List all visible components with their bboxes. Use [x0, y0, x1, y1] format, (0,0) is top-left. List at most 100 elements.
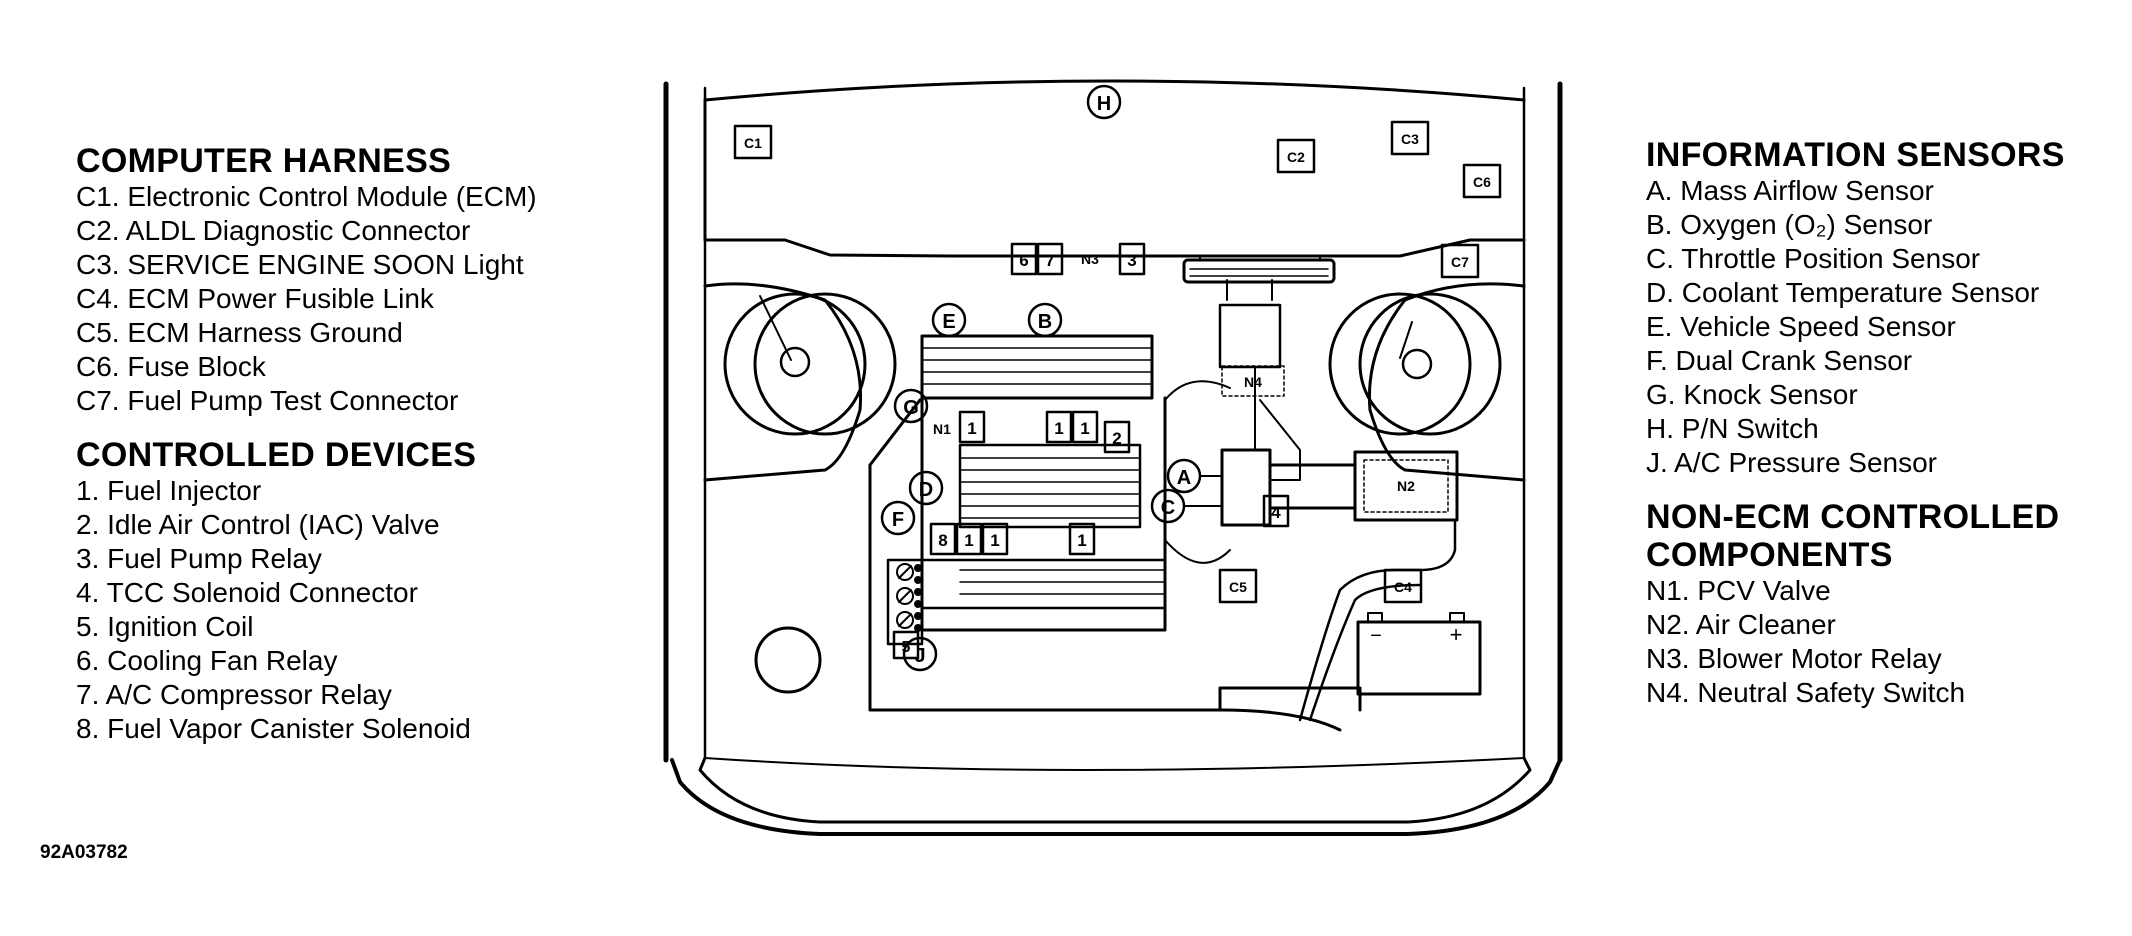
- label-7: 7: [1045, 251, 1054, 270]
- left-strut-tower: [703, 282, 897, 482]
- battery-plus: +: [1450, 622, 1463, 647]
- label-g: G: [903, 397, 919, 419]
- box-3: [1118, 242, 1146, 276]
- legend-item-f: F. Dual Crank Sensor: [1646, 345, 1913, 376]
- label-d: D: [919, 479, 933, 501]
- legend-item-3: 3. Fuel Pump Relay: [76, 543, 322, 574]
- legend-item-2: 2. Idle Air Control (IAC) Valve: [76, 509, 440, 540]
- label-8: 8: [938, 531, 947, 550]
- legend-item-n4: N4. Neutral Safety Switch: [1646, 677, 1966, 708]
- legend-item-c3: C3. SERVICE ENGINE SOON Light: [76, 249, 524, 280]
- box-8: [929, 522, 957, 556]
- legend-item-8: 8. Fuel Vapor Canister Solenoid: [76, 713, 471, 744]
- label-c5: C5: [1229, 579, 1247, 595]
- box-7: [1036, 242, 1064, 276]
- legend-item-n2: N2. Air Cleaner: [1646, 609, 1836, 640]
- computer-harness-heading: COMPUTER HARNESS: [76, 142, 452, 180]
- tag-n3: N3: [1081, 251, 1099, 267]
- label-2: 2: [1112, 429, 1121, 448]
- box-2: [1103, 420, 1131, 454]
- callout-e-circle: [931, 302, 967, 338]
- right-legend: INFORMATION SENSORS A. Mass Airflow Sens…: [1646, 136, 2126, 728]
- firewall-panel: [703, 79, 1526, 258]
- diagram-text: H E B G D F A C J C1 C2 C3 C6 C7 C4 C5 6…: [744, 93, 1491, 667]
- ignition-module: [896, 563, 922, 632]
- box-1b: [1045, 410, 1073, 444]
- label-3: 3: [1127, 251, 1136, 270]
- label-c6: C6: [1473, 174, 1491, 190]
- label-1b: 1: [1054, 419, 1063, 438]
- label-c: C: [1161, 497, 1175, 519]
- non-ecm-heading-line1: NON-ECM CONTROLLED: [1646, 498, 2060, 536]
- label-c2: C2: [1287, 149, 1305, 165]
- battery: [1298, 518, 1482, 722]
- label-e: E: [942, 311, 955, 333]
- box-4: [1262, 494, 1290, 528]
- box-1f: [1068, 522, 1096, 556]
- label-c3: C3: [1401, 131, 1419, 147]
- label-c1: C1: [744, 135, 762, 151]
- legend-item-n1: N1. PCV Valve: [1646, 575, 1831, 606]
- legend-item-j: J. A/C Pressure Sensor: [1646, 447, 1938, 478]
- box-c1: [733, 124, 773, 160]
- tag-n2: N2: [1397, 478, 1415, 494]
- box-c3: [1390, 120, 1430, 156]
- figure-code: 92A03782: [40, 842, 128, 863]
- box-c7: [1440, 243, 1480, 279]
- label-1f: 1: [1077, 531, 1086, 550]
- label-1a: 1: [967, 419, 976, 438]
- box-c6: [1462, 163, 1502, 199]
- callout-g-circle: [893, 388, 929, 424]
- legend-item-d: D. Coolant Temperature Sensor: [1646, 277, 2040, 308]
- box-c4: [1383, 568, 1423, 604]
- label-j: J: [914, 645, 925, 667]
- tag-n1: N1: [933, 421, 951, 437]
- legend-item-4: 4. TCC Solenoid Connector: [76, 577, 418, 608]
- box-1c: [1071, 410, 1099, 444]
- left-legend: COMPUTER HARNESS C1. Electronic Control …: [76, 142, 636, 764]
- label-5: 5: [902, 639, 911, 656]
- connector-boxes: [733, 120, 1502, 660]
- callout-d-circle: [908, 470, 944, 506]
- legend-item-e: E. Vehicle Speed Sensor: [1646, 311, 1956, 342]
- label-1c: 1: [1080, 419, 1089, 438]
- legend-item-7: 7. A/C Compressor Relay: [76, 679, 392, 710]
- computer-harness-list: C1. Electronic Control Module (ECM) C2. …: [76, 180, 636, 418]
- washer-reservoir: [754, 626, 822, 694]
- box-5: [892, 630, 920, 660]
- information-sensors-heading: INFORMATION SENSORS: [1646, 136, 2065, 174]
- label-1e: 1: [990, 531, 999, 550]
- callout-b-circle: [1027, 302, 1063, 338]
- legend-item-6: 6. Cooling Fan Relay: [76, 645, 338, 676]
- blower-motor: [1182, 255, 1336, 284]
- tag-n4: N4: [1244, 374, 1262, 390]
- box-c5: [1218, 568, 1258, 604]
- legend-item-h: H. P/N Switch: [1646, 413, 1819, 444]
- label-c4: C4: [1394, 579, 1412, 595]
- engine-compartment-outline: [868, 398, 1362, 732]
- controlled-devices-list: 1. Fuel Injector 2. Idle Air Control (IA…: [76, 474, 636, 746]
- callout-h-circle: [1086, 84, 1122, 120]
- box-c2: [1276, 138, 1316, 174]
- information-sensors-list: A. Mass Airflow Sensor B. Oxygen (O₂) Se…: [1646, 174, 2126, 480]
- legend-item-1: 1. Fuel Injector: [76, 475, 262, 506]
- legend-item-c: C. Throttle Position Sensor: [1646, 243, 1981, 274]
- box-1a: [958, 410, 986, 444]
- label-a: A: [1177, 467, 1191, 489]
- legend-item-c1: C1. Electronic Control Module (ECM): [76, 181, 537, 212]
- legend-item-n3: N3. Blower Motor Relay: [1646, 643, 1942, 674]
- callout-j-circle: [902, 636, 938, 672]
- box-1e: [981, 522, 1009, 556]
- callout-f-circle: [880, 500, 916, 536]
- controlled-devices-heading: CONTROLLED DEVICES: [76, 436, 477, 474]
- legend-item-5: 5. Ignition Coil: [76, 611, 254, 642]
- engine-compartment-diagram: H E B G D F A C J C1 C2 C3 C6 C7 C4 C5 6…: [663, 79, 1563, 836]
- label-6: 6: [1019, 251, 1028, 270]
- vehicle-body-outline: [663, 81, 1563, 836]
- legend-item-c2: C2. ALDL Diagnostic Connector: [76, 215, 471, 246]
- legend-item-c7: C7. Fuel Pump Test Connector: [76, 385, 459, 416]
- air-cleaner: [1353, 450, 1459, 522]
- tag-n4-box: [1221, 365, 1285, 397]
- label-f: F: [892, 509, 904, 531]
- label-c7: C7: [1451, 254, 1469, 270]
